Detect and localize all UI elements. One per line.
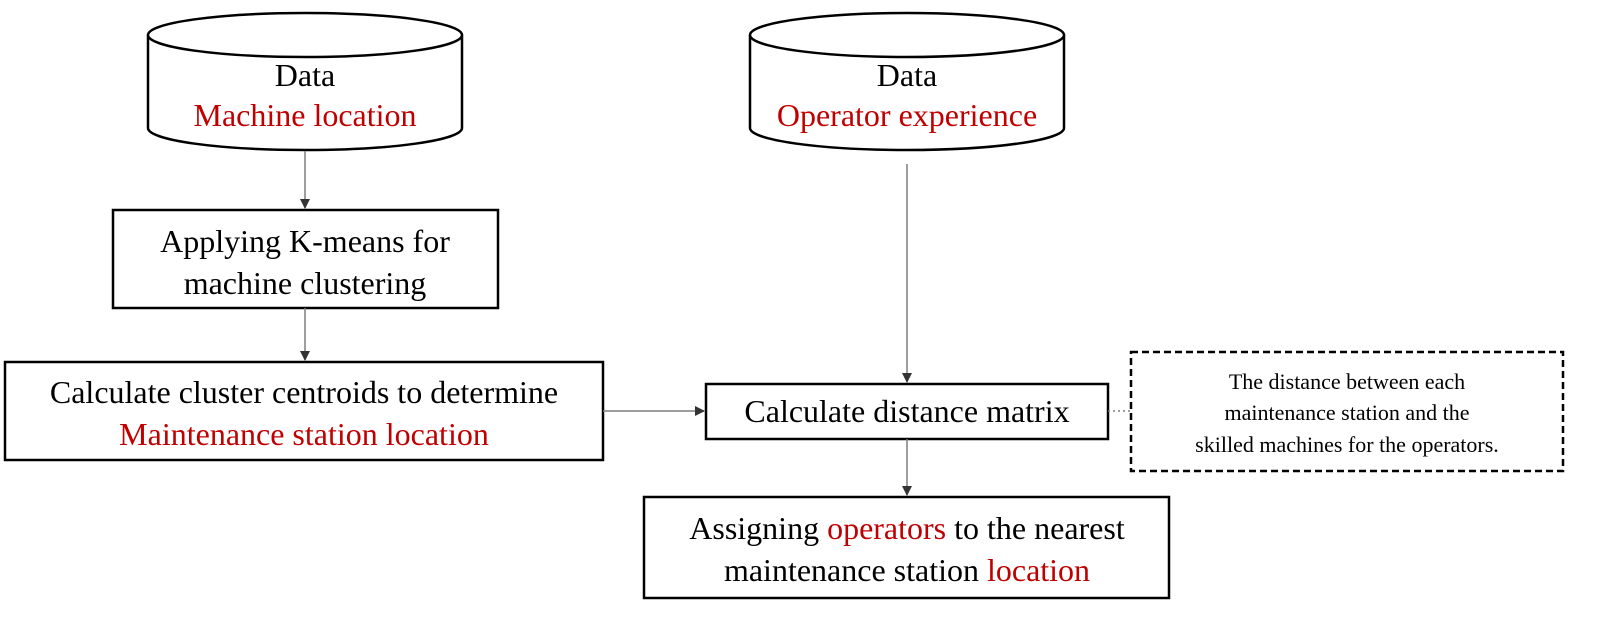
database-title: Data <box>877 57 937 93</box>
assign-highlight-operators: operators <box>827 510 946 546</box>
assign-text-after: to the nearest <box>946 510 1125 546</box>
database-title: Data <box>275 57 335 93</box>
centroids-line-1: Calculate cluster centroids to determine <box>50 374 558 410</box>
assign-highlight-location: location <box>987 552 1090 588</box>
centroids-process-box: Calculate cluster centroids to determine… <box>3 360 605 462</box>
note-line-2: maintenance station and the <box>1225 400 1470 425</box>
cylinder-top <box>748 11 1066 59</box>
note-line-3: skilled machines for the operators. <box>1195 432 1499 457</box>
cylinder-top <box>146 11 464 59</box>
assign-text-maintenance-station: maintenance station <box>724 552 987 588</box>
note-line-1: The distance between each <box>1229 369 1465 394</box>
kmeans-process-box: Applying K-means for machine clustering <box>111 208 500 310</box>
distance-matrix-box: Calculate distance matrix <box>704 382 1110 441</box>
database-label-machine-location: Machine location <box>193 97 416 133</box>
operator-experience-database: Data Operator experience <box>748 11 1066 152</box>
cylinder-body <box>748 35 1066 152</box>
assign-line-1: Assigning operators to the nearest <box>689 510 1125 546</box>
assign-line-2: maintenance station location <box>724 552 1090 588</box>
assign-operators-box: Assigning operators to the nearest maint… <box>642 495 1171 600</box>
annotation-note-box: The distance between each maintenance st… <box>1129 350 1565 473</box>
centroids-line-2: Maintenance station location <box>119 416 489 452</box>
machine-location-database: Data Machine location <box>146 11 464 152</box>
kmeans-line-1: Applying K-means for <box>160 223 450 259</box>
cylinder-body <box>146 35 464 152</box>
assign-text-before: Assigning <box>689 510 827 546</box>
database-label-operator-experience: Operator experience <box>777 97 1037 133</box>
distance-matrix-label: Calculate distance matrix <box>744 393 1069 429</box>
kmeans-line-2: machine clustering <box>184 265 427 301</box>
